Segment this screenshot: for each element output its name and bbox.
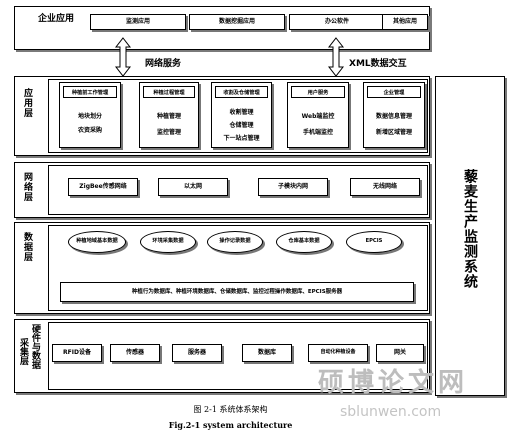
operation-record-data-oval: 操作记录数据 (207, 231, 263, 253)
automated-planting-equipment-box: 自动化种植设备 (308, 344, 368, 362)
watermark-chinese: 硕博论文网 (318, 368, 469, 398)
card-line: 监控管理 (156, 129, 181, 136)
quinoa-monitoring-system-panel: 藜麦生产监测系统 (435, 76, 505, 396)
application-layer-label: 应用层 (22, 88, 32, 118)
figure-caption-english: Fig.2-1 system architecture (168, 420, 293, 430)
card-line: 农资采购 (77, 127, 102, 134)
database-server-bar: 种植行为数据库、种植环境数据库、仓储数据库、监控过程操作数据库、EPCIS服务器 (60, 282, 414, 302)
sensor-box: 传感器 (110, 344, 160, 362)
card-line: 手机端监控 (302, 129, 333, 136)
enterprise-management-card: 企业管理 数据信息管理 新增区域管理 (363, 82, 425, 148)
card-header: 用户服务 (291, 86, 345, 98)
card-header: 种植过程管理 (143, 86, 195, 98)
planting-process-management-card: 种植过程管理 种植管理 监控管理 (139, 82, 199, 148)
enterprise-layer-title: 企业应用 (38, 14, 75, 24)
gateway-box: 网关 (376, 344, 424, 362)
watermark-url: sblunwen.com (340, 404, 442, 420)
environment-collection-data-oval: 环境采集数据 (140, 231, 196, 253)
rfid-device-box: RFID设备 (52, 344, 102, 362)
side-panel-title: 藜麦生产监测系统 (462, 169, 478, 289)
xml-exchange-arrow-icon (327, 37, 345, 77)
network-service-label: 网络服务 (145, 59, 182, 69)
figure-caption-chinese: 图 2-1 系统体系架构 (193, 405, 268, 414)
xml-exchange-label: XML数据交互 (349, 59, 407, 69)
card-line: 下一站点管理 (223, 135, 260, 142)
database-box: 数据库 (242, 344, 292, 362)
planting-region-data-oval: 种植地域基本数据 (68, 231, 126, 253)
network-layer-label: 网络层 (22, 172, 32, 202)
card-line: 数据信息管理 (375, 113, 412, 120)
card-line: 新增区域管理 (375, 129, 412, 136)
data-layer-label: 数据层 (22, 232, 32, 262)
card-line: 仓储管理 (229, 122, 254, 129)
data-mining-application-box: 数据挖掘应用 (189, 14, 285, 30)
card-line: Web端监控 (301, 113, 335, 120)
server-box: 服务器 (172, 344, 222, 362)
warehouse-basic-data-oval: 仓库基本数据 (276, 231, 332, 253)
pre-planting-management-card: 种植前工作管理 地块划分 农资采购 (59, 82, 121, 148)
card-header: 种植前工作管理 (63, 86, 117, 98)
user-service-card: 用户服务 Web端监控 手机端监控 (287, 82, 349, 148)
harvest-storage-management-card: 收割及仓储管理 收割管理 仓储管理 下一站点管理 (211, 82, 272, 148)
zigbee-network-box: ZigBee传感网络 (68, 178, 138, 196)
ethernet-box: 以太网 (158, 178, 228, 196)
epcis-oval: EPCIS (346, 231, 402, 253)
hardware-layer-label-a: 硬件与数据 (30, 324, 40, 369)
submodule-intranet-box: 子模块内网 (258, 178, 328, 196)
wireless-network-box: 无线网络 (350, 178, 420, 196)
hardware-layer-label-b: 采集层 (18, 338, 28, 365)
card-header: 收割及仓储管理 (215, 86, 268, 98)
card-line: 地块划分 (77, 113, 102, 120)
other-applications-box: 其他应用 (382, 14, 428, 30)
card-line: 种植管理 (156, 113, 181, 120)
card-line: 收割管理 (229, 109, 254, 116)
card-header: 企业管理 (367, 86, 421, 98)
monitoring-application-box: 监测应用 (90, 14, 186, 30)
network-service-arrow-icon (114, 37, 132, 77)
office-software-box: 办公软件 (289, 14, 385, 30)
